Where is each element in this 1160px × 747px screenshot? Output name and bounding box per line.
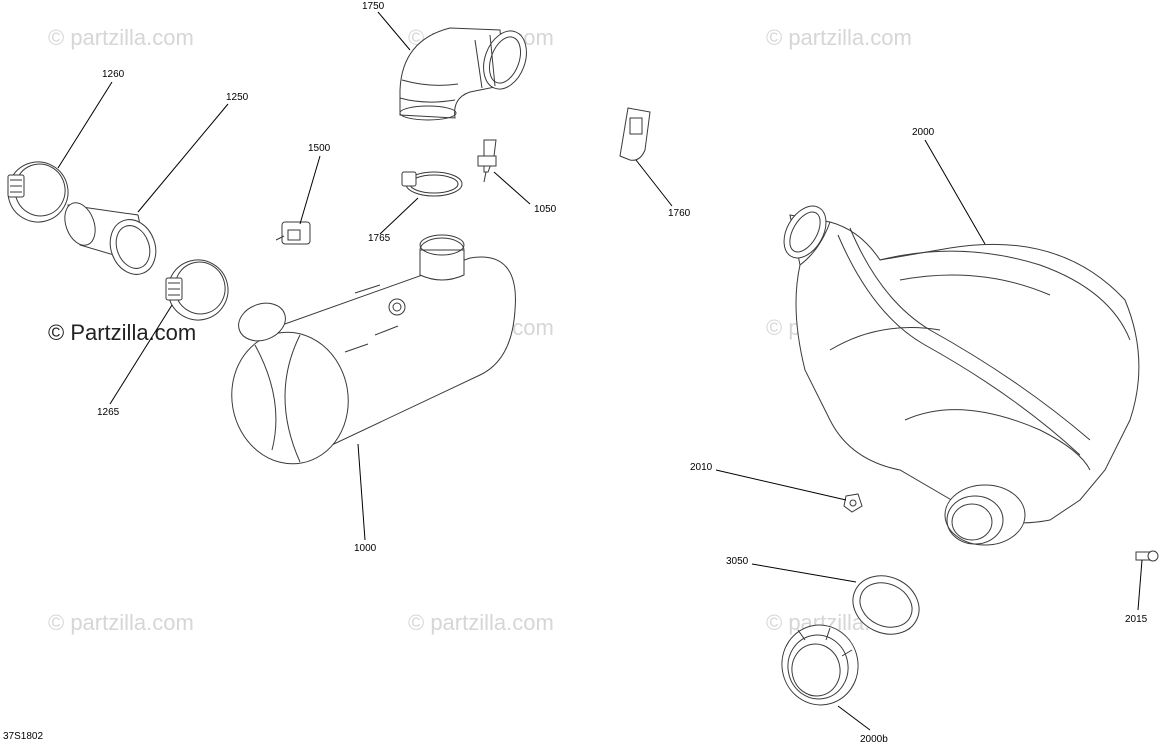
part-labels: 1750 1260 1250 1500 1765 1050 1760 2000 … (3, 1, 1148, 745)
label-1000: 1000 (354, 543, 377, 554)
part-1765-clamp[interactable] (401, 171, 463, 197)
label-1750: 1750 (362, 1, 385, 12)
part-2010-nut[interactable] (843, 493, 863, 513)
watermark-text: © partzilla.com (48, 610, 194, 635)
label-1265: 1265 (97, 407, 120, 418)
part-1260-clamp[interactable] (1, 155, 74, 228)
label-1260: 1260 (102, 69, 125, 80)
part-1000-muffler[interactable] (221, 234, 516, 473)
part-2015-bolt[interactable] (1135, 550, 1159, 562)
part-1265-clamp[interactable] (161, 253, 234, 326)
label-2000b: 2000b (860, 734, 888, 745)
part-1750-elbow-hose[interactable] (399, 25, 534, 121)
label-1760: 1760 (668, 208, 691, 219)
label-2000: 2000 (912, 127, 935, 138)
diagram-code: 37S1802 (3, 731, 43, 742)
label-1250: 1250 (226, 92, 249, 103)
part-1500-sensor[interactable] (275, 221, 311, 245)
part-3050-gasket[interactable] (843, 565, 928, 644)
watermark-text: © partzilla.com (48, 25, 194, 50)
label-2010: 2010 (690, 462, 713, 473)
part-2000b-ring-nut[interactable] (776, 619, 865, 711)
label-1500: 1500 (308, 143, 331, 154)
leader-lines (57, 11, 1143, 731)
partzilla-watermark: © Partzilla.com (48, 320, 196, 345)
label-3050: 3050 (726, 556, 749, 567)
watermark-text: © partzilla.com (408, 610, 554, 635)
watermark-text: © partzilla.com (766, 25, 912, 50)
label-1765: 1765 (368, 233, 391, 244)
part-2000-muffler-assembly[interactable] (775, 199, 1140, 546)
part-1050-temp-sensor[interactable] (477, 139, 497, 183)
part-1250-sleeve[interactable] (59, 199, 163, 281)
label-2015: 2015 (1125, 614, 1148, 625)
label-1050: 1050 (534, 204, 557, 215)
part-1760-strap[interactable] (619, 107, 651, 161)
